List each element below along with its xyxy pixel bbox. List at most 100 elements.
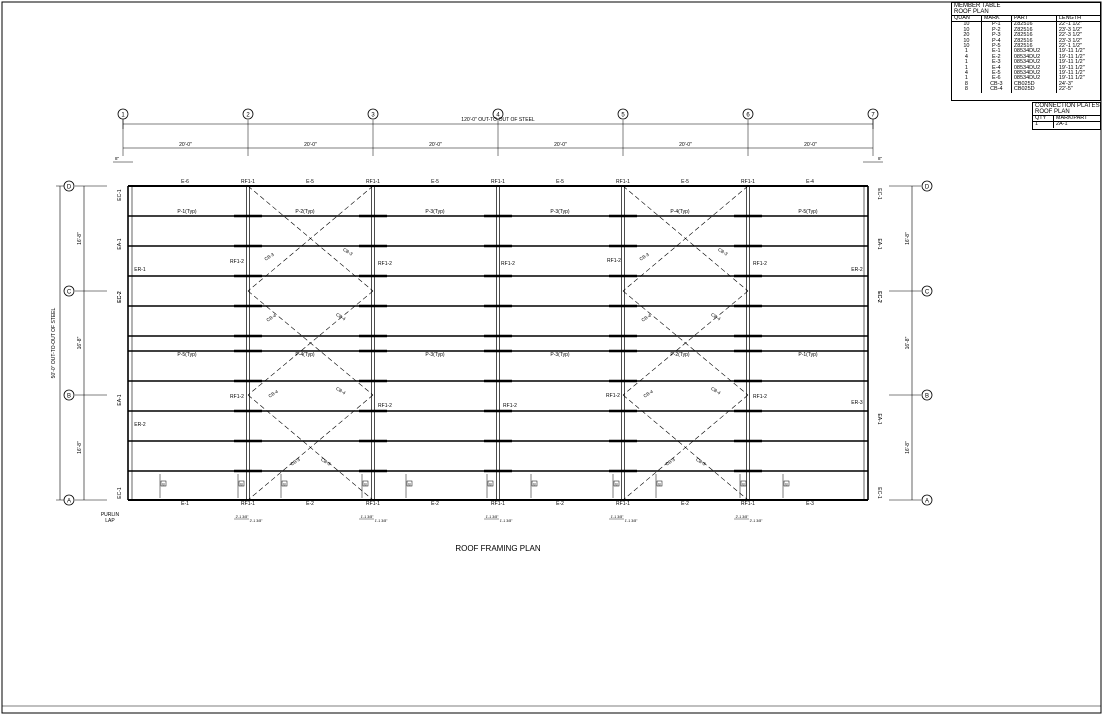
top-eave-label: E-5: [681, 179, 689, 185]
grid-bubble-label: C: [925, 290, 930, 296]
connection-table-subtitle: ROOF PLAN: [1035, 109, 1070, 115]
bottom-marker-box: [238, 480, 245, 487]
bottom-marker-letter: B: [742, 482, 745, 486]
bay-dimension-label: 20'-0": [429, 142, 442, 148]
drawing-title: ROOF FRAMING PLAN: [455, 544, 541, 553]
endwall-label: EC-2: [117, 291, 123, 303]
member-table-cell: 08534DU2: [1010, 75, 1057, 82]
bottom-marker-letter: B: [658, 482, 661, 486]
top-eave-label: E-5: [431, 179, 439, 185]
cross-brace: [622, 185, 749, 292]
bottom-marker-box: [160, 480, 167, 487]
grid-bubble-label: B: [67, 394, 71, 400]
grid-bubble: [492, 108, 504, 120]
member-table-header: MARK: [980, 14, 1012, 23]
grid-bubble-label: A: [925, 499, 929, 505]
member-table-cell: 19'-11 1/2": [1055, 75, 1100, 82]
bay-dimension-label: 20'-0": [554, 142, 567, 148]
member-table-cell: Z82516: [1010, 27, 1057, 34]
cross-brace: [247, 185, 374, 292]
endwall-label: ER-2: [851, 267, 863, 273]
bay-width-label: 16'-8": [77, 441, 83, 454]
rafter-label: RF1-2: [501, 261, 515, 267]
member-table-cell: 1: [964, 75, 968, 82]
grid-bubble: [742, 108, 754, 120]
purlin-label: P-2(Typ): [670, 352, 690, 358]
bay-dimension-label: 20'-0": [179, 142, 192, 148]
member-table-title: MEMBER TABLE: [954, 3, 1001, 9]
lap-dimension-label: 1'-1 3/8": [486, 515, 500, 519]
bottom-eave-label: E-3: [806, 501, 814, 507]
member-table-cell: 22'-3 1/2": [1055, 32, 1100, 39]
member-table-cell: 19'-11 1/2": [1055, 70, 1100, 77]
member-table-cell: Z82516: [1010, 32, 1057, 39]
overall-width-label: 50'-0" OUT-TO-OUT OF STEEL: [51, 307, 57, 378]
grid-bubble-label: B: [925, 394, 929, 400]
member-table-cell: P-2: [980, 27, 1012, 34]
member-table-cell: 1: [964, 64, 968, 71]
member-table-cell: Z82516: [1010, 22, 1057, 28]
member-table-cell: 24'-3": [1055, 81, 1100, 88]
bottom-marker-box: [740, 480, 747, 487]
member-table-cell: P-5: [980, 43, 1012, 50]
rafter-label: RF1-2: [230, 394, 244, 400]
purlin-label: P-3(Typ): [425, 209, 445, 215]
offset-label: 8": [878, 156, 883, 161]
purlin-lap-label: PURLIN: [101, 512, 120, 518]
cross-brace: [247, 290, 374, 396]
member-table-cell: 22'-1 1/2": [1055, 22, 1100, 28]
bottom-marker-letter: B: [533, 482, 536, 486]
endwall-label: EC-1: [117, 487, 123, 499]
bottom-marker-box: [531, 480, 538, 487]
member-table-cell: 1: [964, 59, 968, 66]
member-table-cell: E-5: [980, 70, 1012, 77]
top-eave-label: RF1-1: [491, 179, 505, 185]
member-table-cell: 8: [964, 86, 968, 93]
member-table-cell: 19'-11 1/2": [1055, 48, 1100, 55]
rafter-label: RF1-2: [378, 403, 392, 409]
member-table-cell: E-2: [980, 54, 1012, 61]
grid-bubble: [242, 108, 254, 120]
bottom-eave-label: RF1-1: [491, 501, 505, 507]
grid-bubble: [367, 108, 379, 120]
top-eave-label: RF1-1: [366, 179, 380, 185]
purlin-label: P-3(Typ): [550, 209, 570, 215]
member-table-cell: E-1: [980, 48, 1012, 55]
grid-bubble-label: D: [925, 185, 930, 191]
connection-table-cell: 1: [1035, 121, 1039, 128]
rafter-label: RF1-2: [378, 261, 392, 267]
purlin-label: P-4(Typ): [295, 352, 315, 358]
brace-label: CB-4: [710, 386, 722, 396]
brace-label: CB-4: [335, 386, 347, 396]
lap-dimension-label: 2'-1 3/8": [736, 515, 750, 519]
member-table-header: LENGTH: [1055, 14, 1100, 23]
member-table-cell: CB-4: [980, 86, 1012, 93]
member-table-cell: 22'-1 1/2": [1055, 43, 1100, 50]
endwall-label: EC-1: [876, 487, 882, 499]
bottom-marker-letter: B: [408, 482, 411, 486]
member-table-cell: 4: [964, 70, 968, 77]
lap-dimension-label: 1'-1 3/8": [375, 519, 389, 523]
bay-dimension-label: 20'-0": [304, 142, 317, 148]
member-table-cell: P-4: [980, 38, 1012, 45]
rafter-label: RF1-2: [753, 261, 767, 267]
bay-width-label: 16'-8": [905, 336, 911, 349]
purlin-lap-label: LAP: [105, 518, 115, 524]
bottom-eave-label: RF1-1: [741, 501, 755, 507]
member-table-cell: E-6: [980, 75, 1012, 82]
endwall-label: ER-1: [134, 267, 146, 273]
grid-bubble: [617, 108, 629, 120]
bottom-marker-box: [613, 480, 620, 487]
member-table-cell: 19'-11 1/2": [1055, 54, 1100, 61]
brace-label: CB-3: [264, 252, 276, 262]
brace-label: CB-3: [717, 247, 729, 257]
member-table-cell: 19'-11 1/2": [1055, 59, 1100, 66]
bottom-marker-box: [281, 480, 288, 487]
member-table-cell: 08534DU2: [1010, 65, 1057, 72]
brace-label: CB-3: [290, 457, 302, 467]
member-table-cell: 08534DU2: [1010, 54, 1057, 61]
